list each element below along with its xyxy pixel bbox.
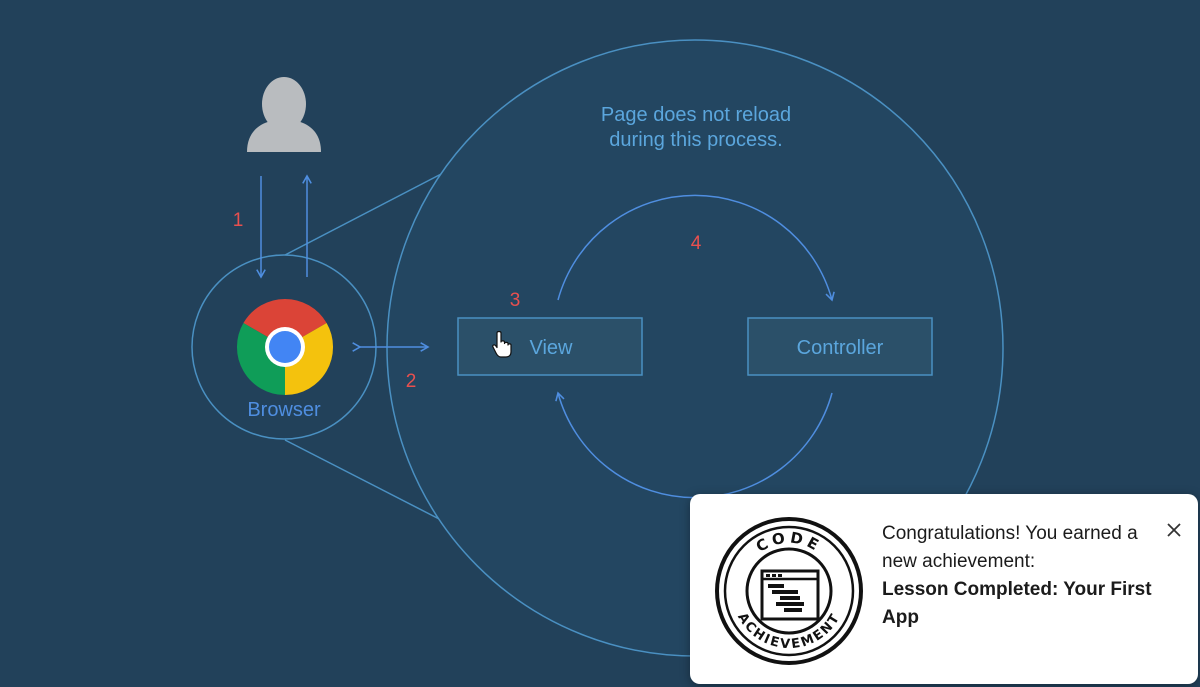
zoom-line-top — [284, 171, 446, 256]
close-icon — [1167, 523, 1181, 537]
reload-note-line2: during this process. — [609, 129, 782, 151]
step-number-1: 1 — [233, 210, 244, 231]
step-number-3: 3 — [510, 290, 521, 311]
code-window-icon — [760, 569, 820, 621]
close-button[interactable] — [1164, 520, 1184, 540]
step-number-4: 4 — [691, 233, 702, 254]
step-number-2: 2 — [406, 371, 417, 392]
reload-note-line1: Page does not reload — [601, 104, 791, 126]
user-icon — [247, 77, 321, 152]
achievement-title: Lesson Completed: Your First App — [882, 579, 1152, 628]
arrow-view-to-controller — [557, 194, 835, 302]
achievement-notification: CODE ACHIEVEMENT Congratulations! You ea… — [690, 494, 1198, 684]
view-label: View — [530, 337, 574, 359]
browser-label: Browser — [247, 399, 321, 421]
view-box — [457, 317, 643, 376]
zoom-line-bottom — [284, 439, 446, 523]
chrome-icon — [236, 298, 334, 396]
controller-label: Controller — [797, 337, 884, 359]
hand-pointer-icon — [492, 330, 512, 358]
code-achievement-badge: CODE ACHIEVEMENT — [715, 517, 863, 665]
notification-text: Congratulations! You earned a new achiev… — [882, 520, 1162, 632]
controller-box — [747, 317, 933, 376]
notification-message: Congratulations! You earned a new achiev… — [882, 523, 1138, 572]
